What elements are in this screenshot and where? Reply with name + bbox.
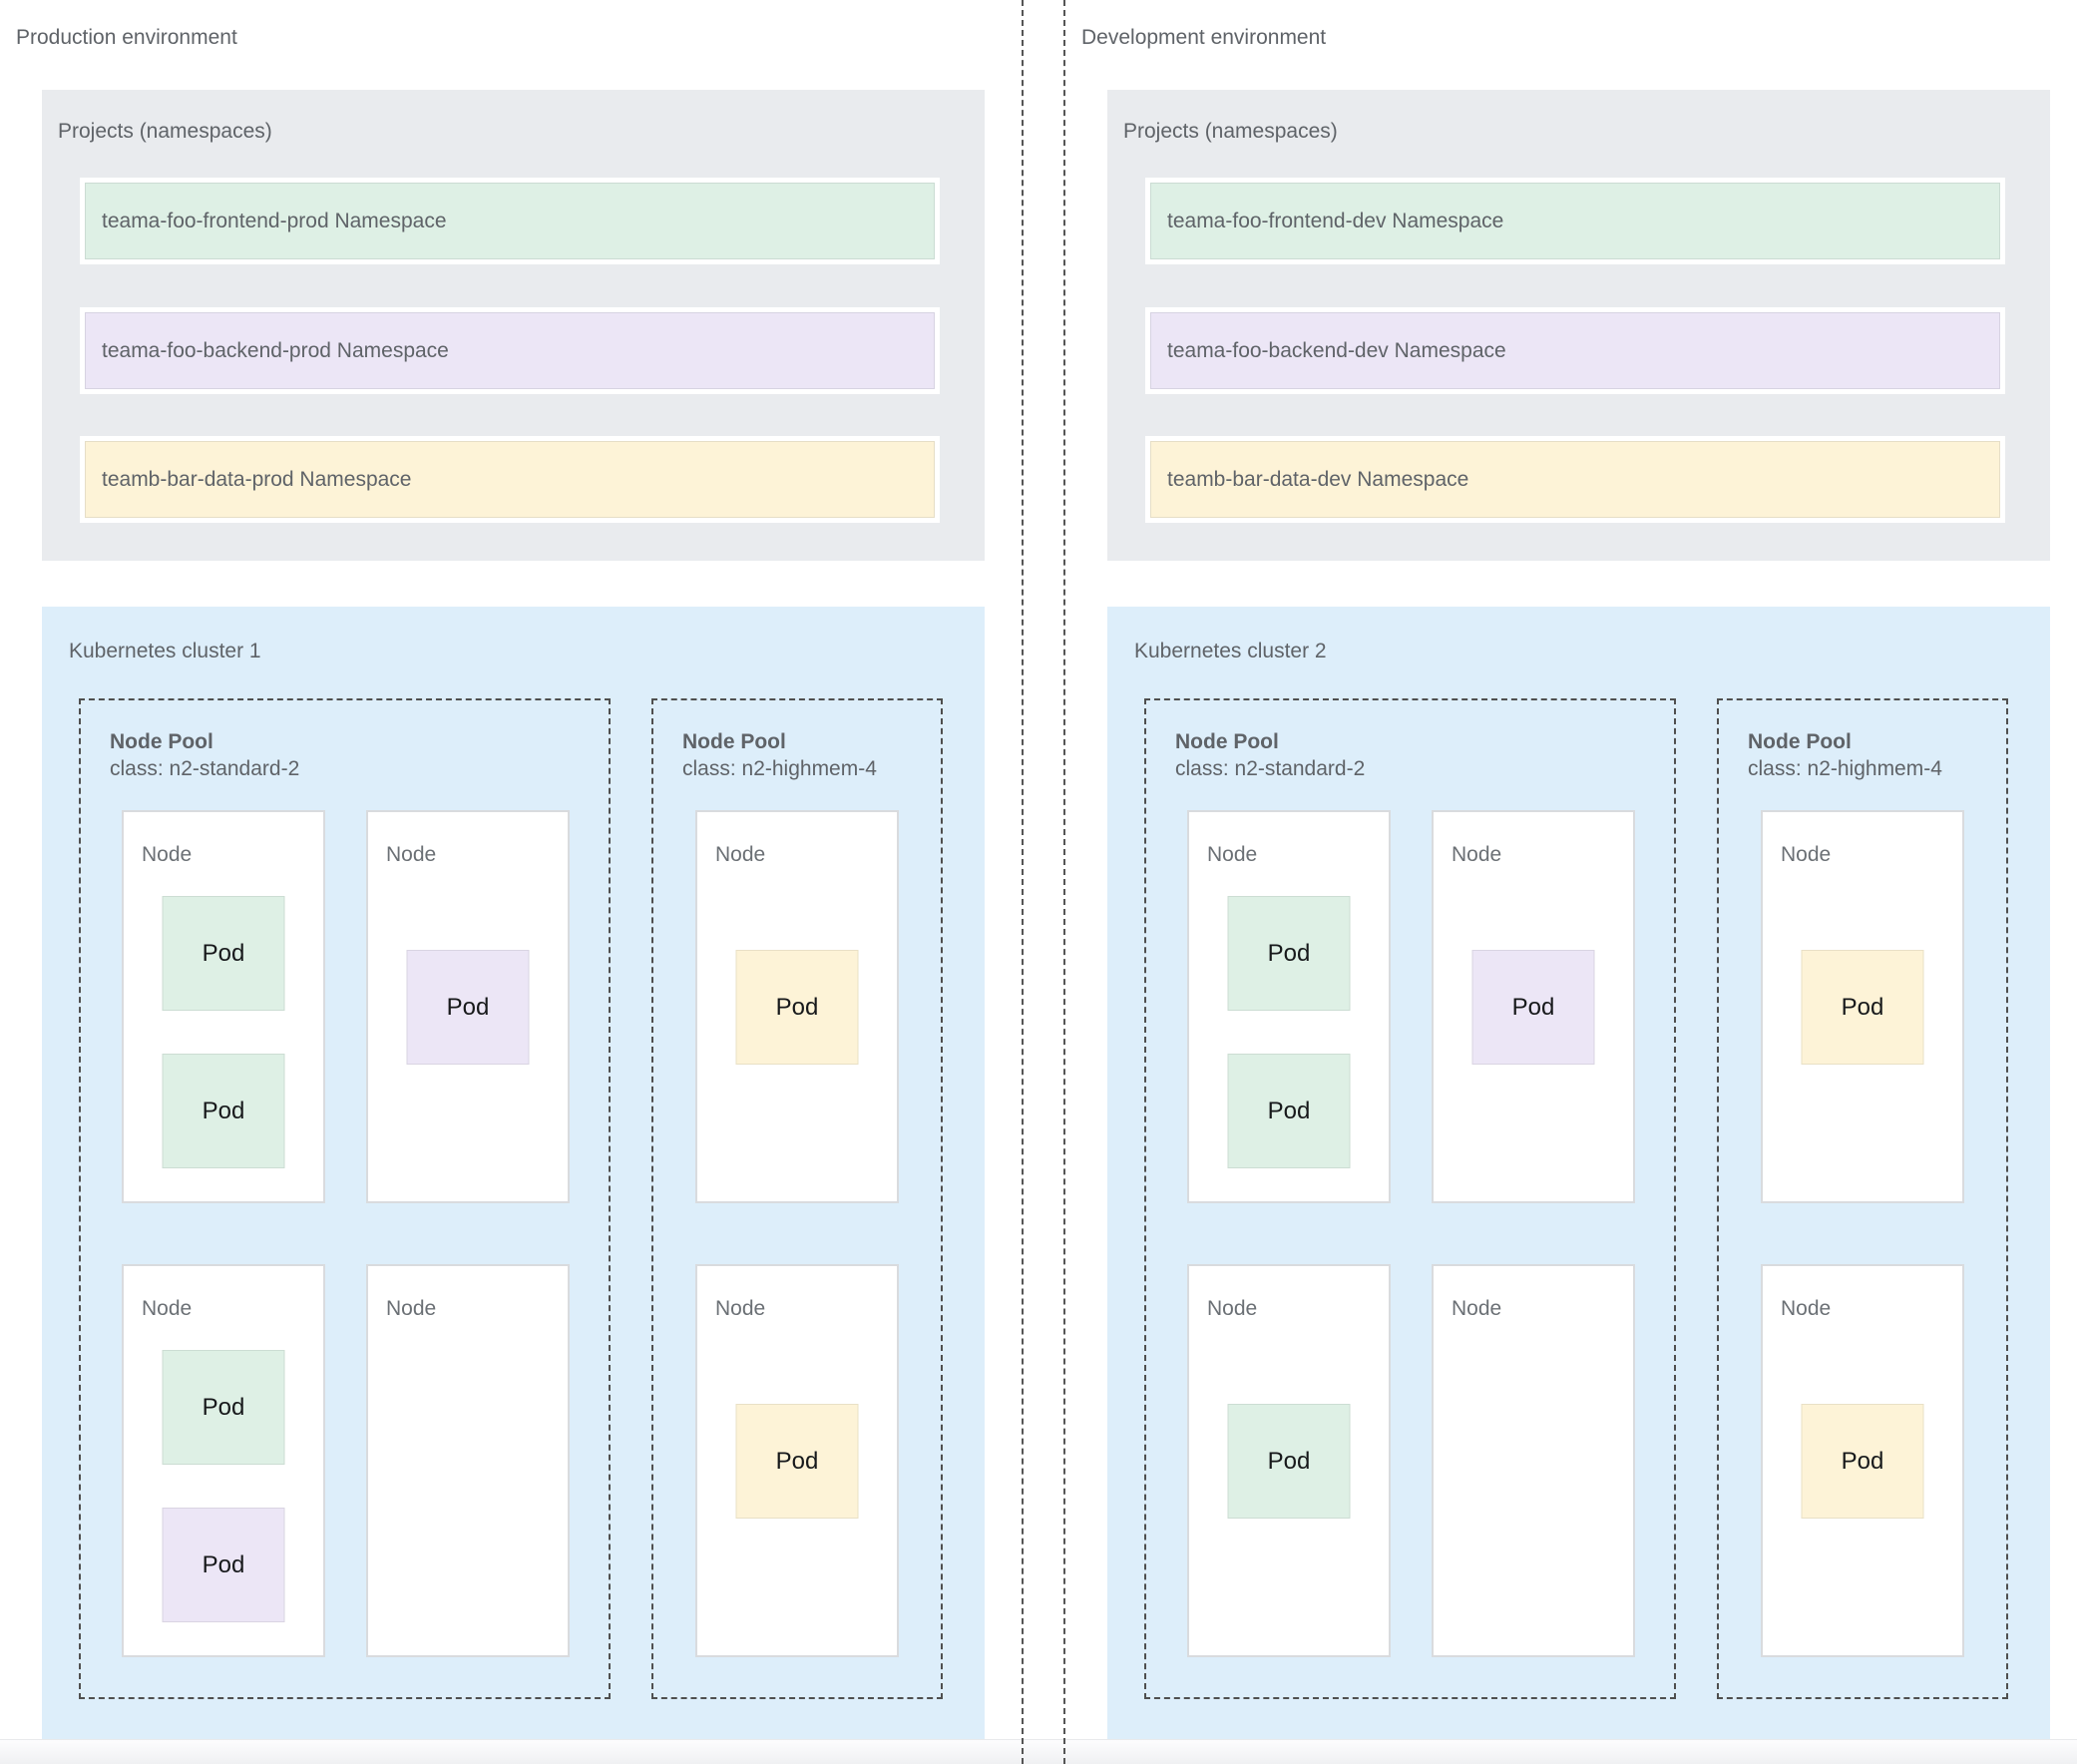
environment-label: Development environment [1081,26,1327,49]
node-pool: Node Pool class: n2-highmem-4 Node Pod N… [651,698,943,1699]
pod: Pod [735,1404,859,1519]
node-label: Node [715,1297,766,1320]
node: Node Pod [695,1264,899,1657]
node-label: Node [386,843,437,866]
node-pool-class: class: n2-standard-2 [1175,757,1366,780]
namespace-label: teama-foo-backend-dev Namespace [1150,312,2000,389]
node-pool-title: Node Pool class: n2-highmem-4 [682,728,877,782]
node: Node [1432,1264,1635,1657]
node-label: Node [386,1297,437,1320]
projects-title: Projects (namespaces) [58,120,272,143]
namespace-bar: teamb-bar-data-prod Namespace [80,436,940,523]
node-pool-class: class: n2-highmem-4 [1748,757,1942,780]
node-pool: Node Pool class: n2-standard-2 Node Pod … [79,698,611,1699]
node-pool-title: Node Pool class: n2-standard-2 [110,728,299,782]
environment-divider-line [1022,0,1024,1764]
namespace-label: teamb-bar-data-prod Namespace [85,441,935,518]
node-label: Node [1781,1297,1832,1320]
node: Node Pod Pod [122,1264,325,1657]
pod: Pod [162,1054,285,1168]
projects-box: Projects (namespaces) teama-foo-frontend… [1107,90,2050,561]
node-label: Node [142,1297,193,1320]
projects-box: Projects (namespaces) teama-foo-frontend… [42,90,985,561]
pod: Pod [1227,896,1351,1011]
node: Node [366,1264,570,1657]
kubernetes-cluster-box: Kubernetes cluster 2 Node Pool class: n2… [1107,607,2050,1739]
pod: Pod [1227,1404,1351,1519]
environment-divider-line [1063,0,1065,1764]
node-pool-class: class: n2-highmem-4 [682,757,877,780]
node-label: Node [1452,1297,1502,1320]
namespace-bar: teama-foo-frontend-dev Namespace [1145,178,2005,264]
pod: Pod [406,950,530,1065]
node: Node Pod [1432,810,1635,1203]
environment-panel-production: Production environment Projects (namespa… [0,0,1022,1764]
node-pool-class: class: n2-standard-2 [110,757,300,780]
node-label: Node [1781,843,1832,866]
node-label: Node [142,843,193,866]
projects-title: Projects (namespaces) [1123,120,1338,143]
namespace-bar: teamb-bar-data-dev Namespace [1145,436,2005,523]
pod: Pod [162,896,285,1011]
node-label: Node [1207,1297,1258,1320]
environment-panel-development: Development environment Projects (namesp… [1065,0,2077,1764]
pod: Pod [1801,950,1924,1065]
node: Node Pod Pod [1187,810,1391,1203]
node-pool-name: Node Pool [1748,730,1852,753]
node: Node Pod [1761,1264,1964,1657]
node-pool-title: Node Pool class: n2-highmem-4 [1748,728,1942,782]
node: Node Pod Pod [122,810,325,1203]
kubernetes-cluster-box: Kubernetes cluster 1 Node Pool class: n2… [42,607,985,1739]
namespace-label: teama-foo-backend-prod Namespace [85,312,935,389]
node: Node Pod [1761,810,1964,1203]
node-label: Node [1452,843,1502,866]
node-pool-name: Node Pool [1175,730,1279,753]
namespace-bar: teama-foo-frontend-prod Namespace [80,178,940,264]
pod: Pod [1227,1054,1351,1168]
pod: Pod [162,1508,285,1622]
namespace-label: teama-foo-frontend-dev Namespace [1150,183,2000,259]
pod: Pod [1471,950,1595,1065]
namespace-bar: teama-foo-backend-dev Namespace [1145,307,2005,394]
environment-label: Production environment [16,26,237,49]
node: Node Pod [1187,1264,1391,1657]
node-pool: Node Pool class: n2-standard-2 Node Pod … [1144,698,1676,1699]
cluster-title: Kubernetes cluster 2 [1134,640,1327,662]
pod: Pod [162,1350,285,1465]
pod: Pod [1801,1404,1924,1519]
namespace-bar: teama-foo-backend-prod Namespace [80,307,940,394]
page-bottom-strip [0,1739,2077,1764]
pod: Pod [735,950,859,1065]
namespace-label: teamb-bar-data-dev Namespace [1150,441,2000,518]
node-label: Node [1207,843,1258,866]
node-pool-title: Node Pool class: n2-standard-2 [1175,728,1365,782]
node: Node Pod [695,810,899,1203]
node-pool-name: Node Pool [682,730,786,753]
node-pool-name: Node Pool [110,730,213,753]
node-label: Node [715,843,766,866]
namespace-label: teama-foo-frontend-prod Namespace [85,183,935,259]
node: Node Pod [366,810,570,1203]
node-pool: Node Pool class: n2-highmem-4 Node Pod N… [1717,698,2008,1699]
cluster-title: Kubernetes cluster 1 [69,640,261,662]
